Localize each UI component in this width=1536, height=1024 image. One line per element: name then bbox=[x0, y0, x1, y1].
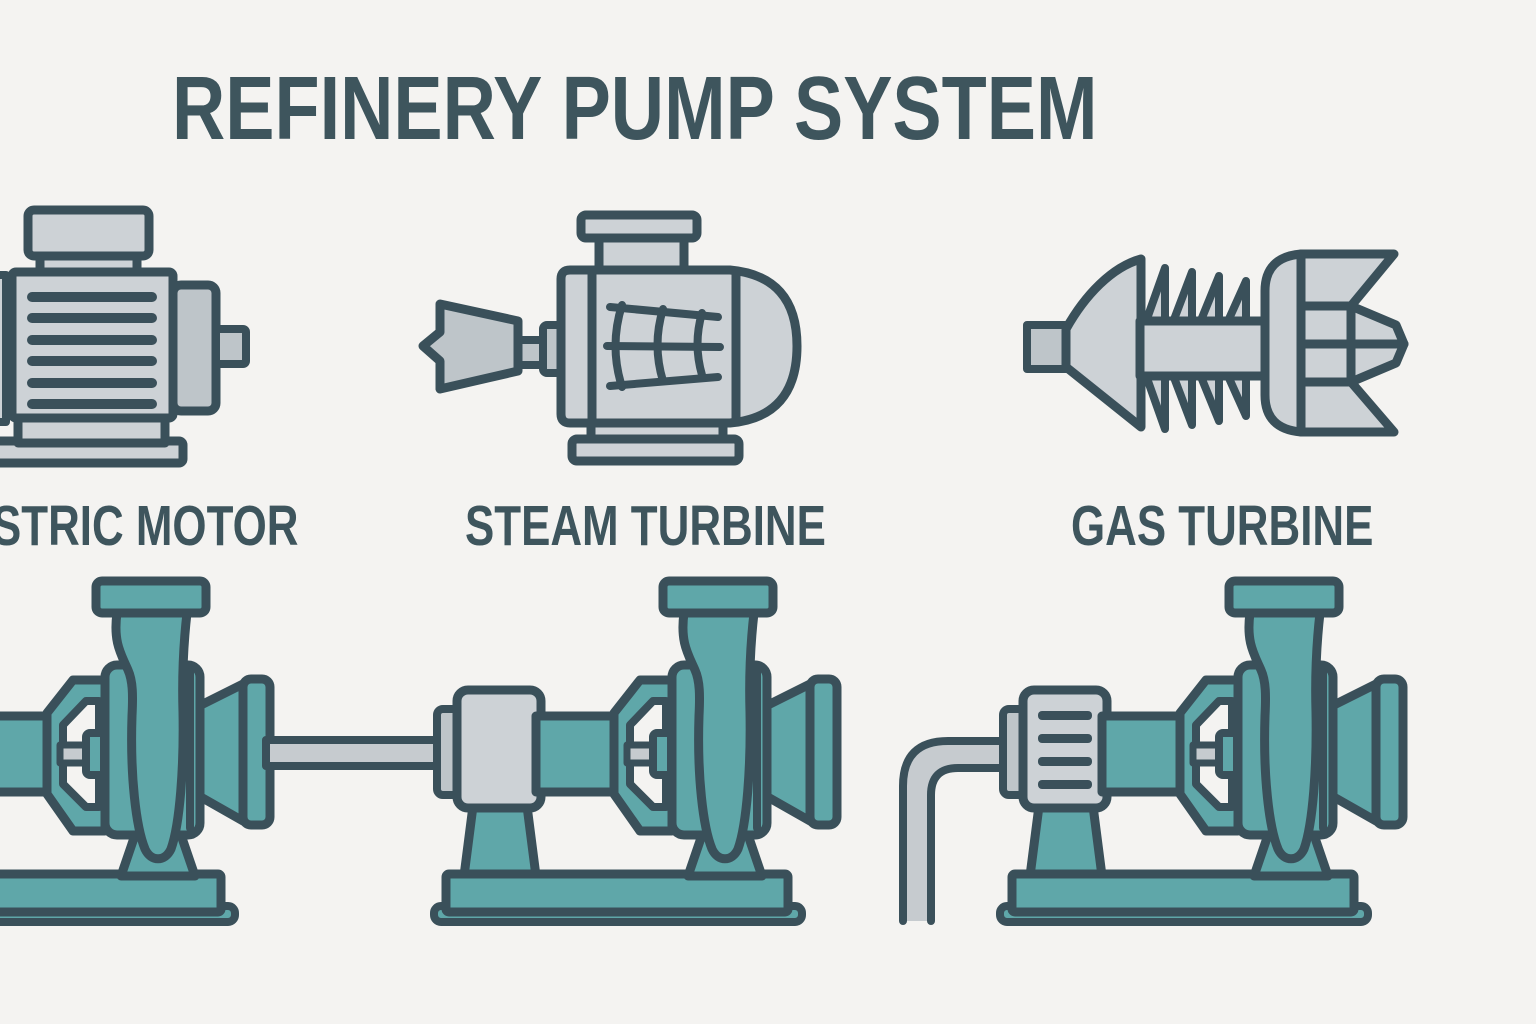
steam-turbine-icon bbox=[418, 210, 802, 466]
page-title: REFINERY PUMP SYSTEM bbox=[172, 59, 1098, 159]
gas-turbine-icon bbox=[1023, 249, 1409, 437]
label-gas-turbine: GAS TURBINE bbox=[1071, 494, 1374, 558]
motor-cooling-fins bbox=[27, 292, 157, 409]
coupling-fins bbox=[1038, 711, 1092, 789]
drive-shaft bbox=[262, 736, 450, 770]
centrifugal-pump-icon-right bbox=[899, 581, 1403, 925]
centrifugal-pump-icon-left bbox=[0, 581, 270, 922]
label-steam-turbine: STEAM TURBINE bbox=[465, 494, 826, 558]
electric-motor-icon bbox=[0, 205, 250, 468]
centrifugal-pump-icon-center bbox=[434, 581, 837, 922]
label-electric-motor: STRIC MOTOR bbox=[0, 494, 299, 558]
turbine-blade-cascade bbox=[603, 301, 724, 391]
elbow-pipe bbox=[899, 737, 1012, 925]
